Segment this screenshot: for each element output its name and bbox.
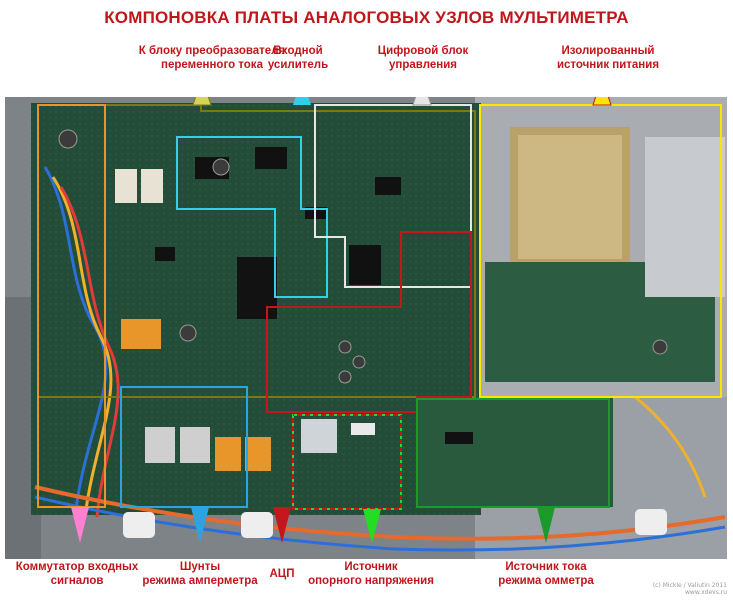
region-voltage-ref-inner bbox=[292, 414, 402, 510]
label-ac-converter-line1: К блоку преобразователя bbox=[138, 45, 286, 57]
label-voltage-ref-line1: Источник bbox=[344, 561, 398, 573]
transformer-core bbox=[518, 135, 622, 259]
region-digital-ctrl bbox=[314, 104, 472, 288]
pointer-ohm-source bbox=[537, 507, 555, 543]
label-digital-control: Цифровой блок управления bbox=[368, 44, 478, 72]
pointer-isolated-psu bbox=[592, 97, 612, 106]
label-isolated-psu-line2: источник питания bbox=[556, 59, 660, 71]
pointer-input-switch bbox=[71, 507, 89, 543]
label-input-switch-line1: Коммутатор входных bbox=[15, 561, 139, 573]
label-voltage-ref-line2: опорного напряжения bbox=[308, 575, 434, 587]
label-digital-ctrl-line1: Цифровой блок bbox=[377, 45, 469, 57]
page-title: КОМПОНОВКА ПЛАТЫ АНАЛОГОВЫХ УЗЛОВ МУЛЬТИ… bbox=[104, 8, 629, 27]
region-input-switch bbox=[37, 104, 106, 508]
label-isolated-psu: Изолированный источник питания bbox=[548, 44, 668, 72]
shield-box bbox=[645, 137, 725, 297]
pointer-shunts bbox=[191, 507, 209, 543]
capacitor-6 bbox=[338, 370, 352, 384]
pointer-digital-ctrl bbox=[412, 97, 432, 106]
wire-bottom bbox=[34, 485, 726, 541]
chip-2 bbox=[349, 245, 381, 285]
label-input-amp-line1: Входной bbox=[273, 45, 323, 57]
credit-line1: (c) Mickle / Valiutin 2011 bbox=[652, 582, 727, 589]
relay-6 bbox=[245, 437, 271, 471]
capacitor-2 bbox=[212, 158, 230, 176]
region-shunts bbox=[120, 386, 248, 508]
label-input-switch: Коммутатор входных сигналов bbox=[2, 560, 152, 588]
label-isolated-psu-line1: Изолированный bbox=[561, 45, 655, 57]
capacitor-4 bbox=[338, 340, 352, 354]
chip-4 bbox=[375, 177, 401, 195]
chip-6 bbox=[255, 147, 287, 169]
capacitor-7 bbox=[652, 339, 668, 355]
label-ac-converter-line2: переменного тока bbox=[161, 59, 263, 71]
label-ohm-source-line2: режима омметра bbox=[498, 575, 594, 587]
chip-8 bbox=[445, 432, 473, 444]
ferrite-2 bbox=[241, 512, 273, 538]
pointer-voltage-ref bbox=[363, 509, 381, 543]
capacitors bbox=[58, 129, 668, 384]
pointer-input-amp bbox=[293, 97, 311, 105]
ref-connector bbox=[351, 423, 375, 435]
label-voltage-reference: Источник опорного напряжения bbox=[306, 560, 436, 588]
label-ohm-current-source: Источник тока режима омметра bbox=[486, 560, 606, 588]
label-input-amplifier: Входной усилитель bbox=[258, 44, 338, 72]
wire-yellow bbox=[51, 176, 113, 518]
label-input-switch-line2: сигналов bbox=[50, 575, 104, 587]
relay-2 bbox=[141, 169, 163, 203]
label-ohm-source-line1: Источник тока bbox=[505, 561, 587, 573]
pointer-adc bbox=[273, 507, 291, 543]
ferrite-1 bbox=[123, 512, 155, 538]
ohm-board bbox=[417, 397, 613, 507]
relay-4 bbox=[180, 427, 210, 463]
label-shunts-line2: режима амперметра bbox=[142, 575, 258, 587]
relay-7 bbox=[121, 319, 161, 349]
relay-1 bbox=[115, 169, 137, 203]
label-shunts-line1: Шунты bbox=[179, 561, 221, 573]
chip-7 bbox=[155, 247, 175, 261]
label-adc: АЦП bbox=[262, 567, 302, 581]
chip-1 bbox=[237, 257, 277, 319]
board-photo bbox=[5, 97, 727, 559]
wire-red bbox=[59, 186, 120, 518]
label-shunts: Шунты режима амперметра bbox=[140, 560, 260, 588]
relay-5 bbox=[215, 437, 241, 471]
ref-shield bbox=[301, 419, 337, 453]
ferrite-3 bbox=[635, 509, 667, 535]
label-ac-converter: К блоку преобразователя переменного тока bbox=[112, 44, 312, 72]
region-ohm-source bbox=[416, 398, 610, 508]
photo-credit: (c) Mickle / Valiutin 2011 www.xdevs.ru bbox=[653, 582, 727, 596]
label-input-amp-line2: усилитель bbox=[267, 59, 329, 71]
label-digital-ctrl-line2: управления bbox=[389, 59, 457, 71]
wire-right bbox=[634, 395, 707, 498]
credit-line2: www.xdevs.ru bbox=[685, 589, 727, 596]
label-adc-line1: АЦП bbox=[269, 568, 295, 580]
capacitor-1 bbox=[58, 129, 78, 149]
capacitor-3 bbox=[179, 324, 197, 342]
relay-3 bbox=[145, 427, 175, 463]
capacitor-5 bbox=[352, 355, 366, 369]
region-adc bbox=[266, 231, 472, 413]
pointer-ac-converter bbox=[192, 97, 212, 106]
region-input-amp bbox=[176, 136, 328, 298]
region-isolated-psu bbox=[479, 104, 722, 398]
